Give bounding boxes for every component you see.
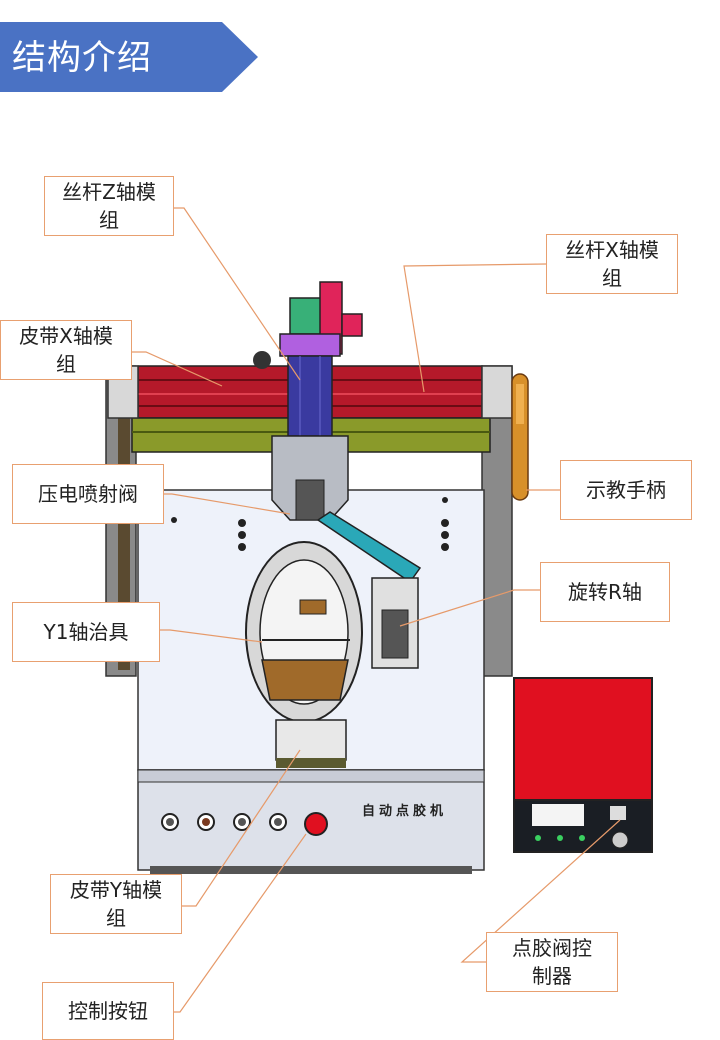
callout-control-buttons: 控制按钮: [42, 982, 174, 1040]
leader-screw-x: [403, 263, 547, 393]
callout-valve-controller: 点胶阀控 制器: [486, 932, 618, 992]
callout-screw-z: 丝杆Z轴模 组: [44, 176, 174, 236]
callout-rotate-r: 旋转R轴: [540, 562, 670, 622]
callout-teach-pendant: 示教手柄: [560, 460, 692, 520]
panel-text: 自动点胶机: [362, 804, 448, 819]
callout-belt-x: 皮带X轴模 组: [0, 320, 132, 380]
leader-belt-y: [182, 749, 301, 907]
page-title: 结构介绍: [12, 38, 152, 78]
callout-piezo-valve: 压电喷射阀: [12, 464, 164, 524]
leader-belt-x: [132, 351, 223, 387]
leader-screw-z: [174, 207, 301, 381]
leader-valve-controller: [460, 819, 621, 963]
leader-rotate-r: [399, 589, 540, 627]
callout-screw-x: 丝杆X轴模 组: [546, 234, 678, 294]
leader-piezo-valve: [164, 493, 291, 515]
callout-belt-y: 皮带Y轴模 组: [50, 874, 182, 934]
leader-y1-fixture: [160, 629, 263, 643]
title-banner: [0, 22, 258, 92]
callout-y1-fixture: Y1轴治具: [12, 602, 160, 662]
leader-control-buttons: [174, 833, 307, 1013]
